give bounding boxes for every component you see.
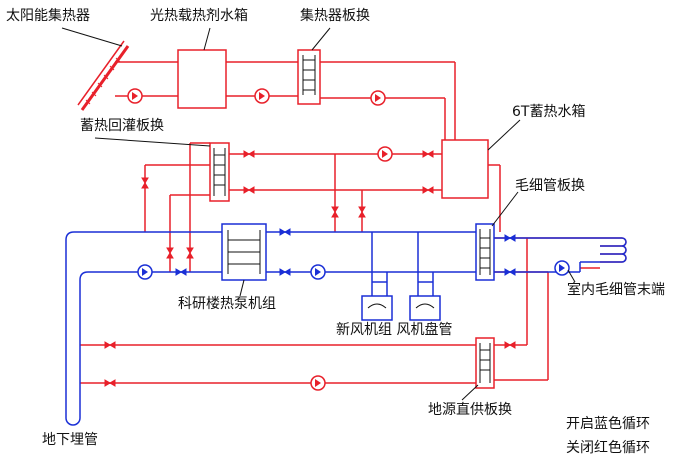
label-indoor-capillary: 室内毛细管末端 xyxy=(567,282,665,298)
valve-icon xyxy=(243,186,255,194)
ground-hx-box xyxy=(475,337,495,389)
pump-icon xyxy=(310,264,326,280)
valve-icon xyxy=(186,247,194,259)
collector-hx-box xyxy=(297,49,321,105)
solar-tank-box xyxy=(177,49,227,109)
label-storage-tank: 6T蓄热水箱 xyxy=(512,104,586,120)
pump-icon xyxy=(254,88,270,104)
label-collector-hx: 集热器板换 xyxy=(300,8,370,24)
label-fresh-air: 新风机组 风机盘管 xyxy=(336,322,453,338)
label-underground: 地下埋管 xyxy=(42,432,98,448)
valve-icon xyxy=(243,150,255,158)
pump-icon xyxy=(377,146,393,162)
valve-icon xyxy=(279,268,291,276)
pump-icon xyxy=(127,88,143,104)
valve-icon xyxy=(504,268,516,276)
label-solar-collector: 太阳能集热器 xyxy=(6,8,90,24)
pump-icon xyxy=(370,90,386,106)
hx-coils xyxy=(213,55,491,383)
label-capillary-hx: 毛细管板换 xyxy=(515,178,585,194)
valve-icon xyxy=(104,379,116,387)
label-ground-hx: 地源直供板换 xyxy=(428,402,512,418)
legend-open: 开启蓝色循环 xyxy=(566,416,650,432)
valve-icon xyxy=(141,177,149,189)
valve-icon xyxy=(166,247,174,259)
legend-close: 关闭红色循环 xyxy=(566,440,650,456)
valve-icon xyxy=(422,186,434,194)
valve-icon xyxy=(104,341,116,349)
pump-icon xyxy=(554,260,570,276)
valve-icon xyxy=(175,268,187,276)
pump-icon xyxy=(310,375,326,391)
label-solar-tank: 光热载热剂水箱 xyxy=(150,8,248,24)
valves xyxy=(104,150,516,387)
valve-icon xyxy=(331,206,339,218)
valve-icon xyxy=(279,228,291,236)
valve-icon xyxy=(504,234,516,242)
label-storage-return-hx: 蓄热回灌板换 xyxy=(80,118,164,134)
blue-circuit xyxy=(65,231,627,426)
capillary-hx-box xyxy=(475,223,495,281)
storage-tank-box xyxy=(441,139,489,199)
storage-return-hx-box xyxy=(209,142,230,202)
valve-icon xyxy=(504,341,516,349)
pump-icon xyxy=(137,264,153,280)
fresh-air-unit xyxy=(361,295,393,321)
valve-icon xyxy=(358,206,366,218)
red-equipment xyxy=(77,40,495,389)
leader-lines xyxy=(61,27,576,401)
fan-coil-unit xyxy=(409,295,441,321)
label-heat-pump: 科研楼热泵机组 xyxy=(178,296,276,312)
valve-icon xyxy=(422,150,434,158)
